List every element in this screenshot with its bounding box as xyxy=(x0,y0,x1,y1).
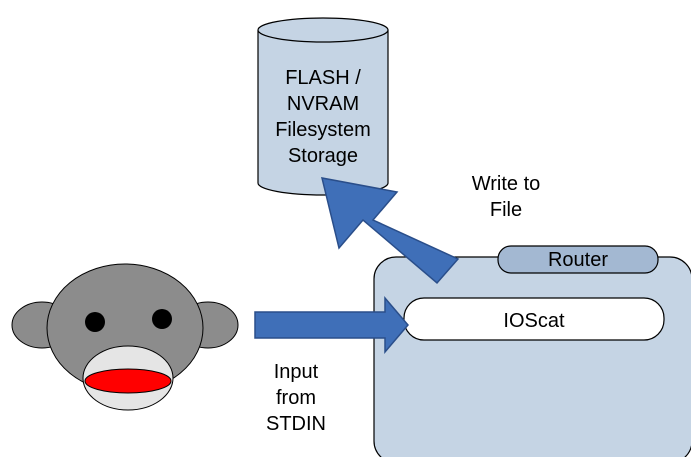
storage-cylinder-top xyxy=(257,17,389,43)
router-box: Router IOScat xyxy=(373,245,691,457)
write-label-line-1: Write to xyxy=(472,173,541,195)
sock-monkey-icon xyxy=(11,263,239,411)
write-arrow xyxy=(320,177,460,285)
input-arrow xyxy=(254,295,409,355)
input-label-line-2: from xyxy=(276,387,316,409)
storage-label-line-3: Filesystem xyxy=(275,119,371,141)
router-body xyxy=(373,256,691,457)
write-label-line-2: File xyxy=(490,199,522,221)
storage-label-line-1: FLASH / xyxy=(285,67,361,89)
storage-cylinder: FLASH / NVRAM Filesystem Storage xyxy=(257,17,389,196)
monkey-left-eye xyxy=(85,312,105,332)
storage-label-line-2: NVRAM xyxy=(287,93,359,115)
storage-cylinder-body xyxy=(257,30,389,196)
ioscat-box xyxy=(403,297,665,341)
input-label-line-1: Input xyxy=(274,361,319,383)
ioscat-label: IOScat xyxy=(503,310,565,332)
router-label: Router xyxy=(548,249,608,271)
input-label-line-3: STDIN xyxy=(266,413,326,435)
monkey-mouth xyxy=(84,368,172,394)
router-tab xyxy=(497,245,659,274)
storage-label-line-4: Storage xyxy=(288,145,358,167)
monkey-right-eye xyxy=(152,309,172,329)
